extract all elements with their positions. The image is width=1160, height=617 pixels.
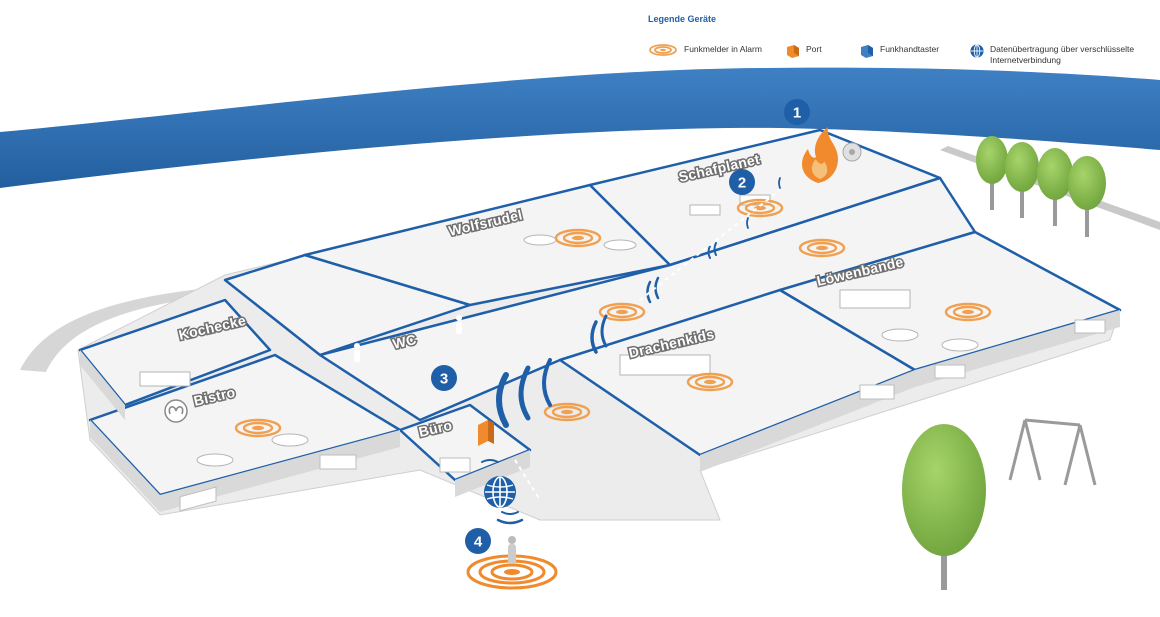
legend-item-port: Port xyxy=(786,44,822,58)
wc-signs xyxy=(354,315,462,362)
step-marker-4: 4 xyxy=(465,528,491,554)
room-label-wc: WC xyxy=(391,331,418,352)
alarm-markers xyxy=(234,198,992,590)
legend-label-hand-button: Funkhandtaster xyxy=(880,44,940,54)
fire-icon xyxy=(802,127,838,183)
legend-item-data-transfer: Datenübertragung über verschlüsselte Int… xyxy=(970,44,1145,66)
svg-text:3: 3 xyxy=(440,371,448,388)
legend-label-data-transfer: Datenübertragung über verschlüsselte Int… xyxy=(990,44,1135,65)
legend-label-port: Port xyxy=(806,44,822,54)
svg-text:2: 2 xyxy=(738,175,746,192)
globe-icon xyxy=(484,476,516,508)
swing-set xyxy=(1008,418,1097,486)
step-marker-3: 3 xyxy=(431,365,457,391)
alarm-detector-icon xyxy=(649,44,677,56)
trees-back-right xyxy=(976,136,1106,237)
signal-path xyxy=(514,189,781,501)
svg-text:4: 4 xyxy=(474,534,483,551)
hand-button-icon xyxy=(861,45,873,58)
step-marker-1: 1 xyxy=(784,99,810,125)
tree-front xyxy=(902,424,986,590)
legend: Legende Geräte Funkmelder in Alarm Port … xyxy=(648,12,1148,72)
svg-text:1: 1 xyxy=(793,105,801,122)
port-icon xyxy=(787,45,799,58)
legend-title: Legende Geräte xyxy=(648,14,717,24)
radio-waves xyxy=(481,177,781,525)
shore-wall xyxy=(20,288,230,372)
step-marker-2: 2 xyxy=(729,169,755,195)
legend-item-alarm: Funkmelder in Alarm xyxy=(648,44,762,56)
pretzel-icon xyxy=(164,399,188,423)
water-band xyxy=(0,67,1160,188)
room-kochecke xyxy=(78,298,272,407)
smoke-detector-icon xyxy=(842,142,862,162)
windows xyxy=(179,319,1106,512)
legend-label-alarm: Funkmelder in Alarm xyxy=(684,44,762,54)
globe-icon xyxy=(970,44,984,58)
step-markers: 1 2 3 4 xyxy=(431,99,810,554)
person-icon xyxy=(508,536,516,564)
port-device-icon xyxy=(478,420,494,446)
legend-item-hand-button: Funkhandtaster xyxy=(860,44,939,58)
